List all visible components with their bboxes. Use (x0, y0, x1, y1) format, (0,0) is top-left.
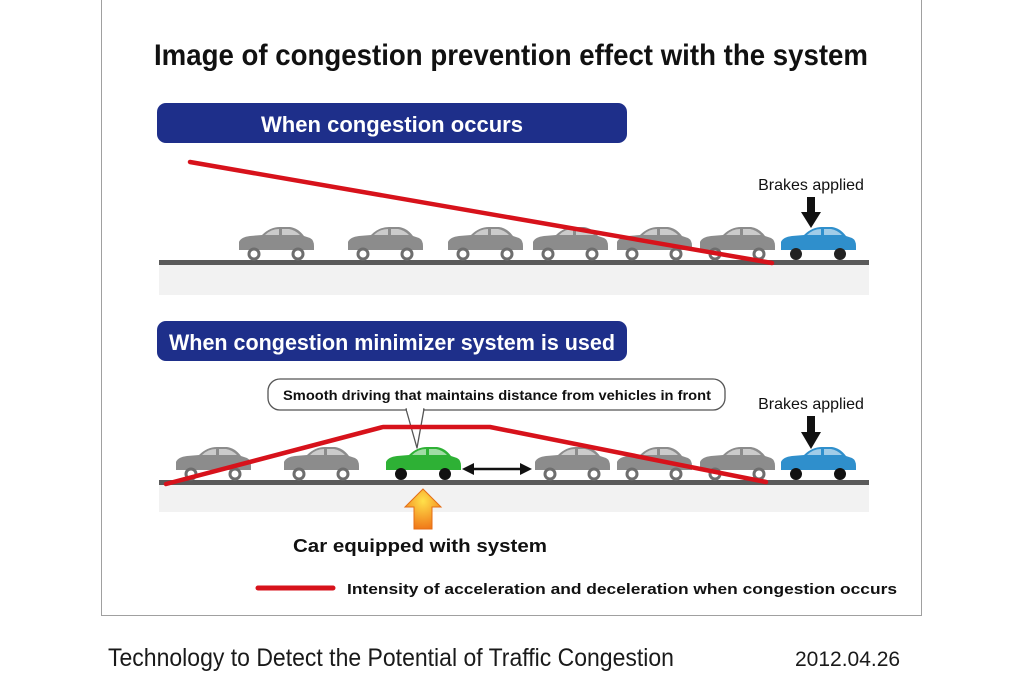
intensity-line-top (187, 159, 775, 266)
diagram-title: Image of congestion prevention effect wi… (154, 39, 868, 72)
brakes-applied-label-bottom: Brakes applied (758, 396, 864, 413)
car-top-6 (700, 227, 775, 250)
road-top (159, 260, 869, 265)
section-header-minimizer: When congestion minimizer system is used (157, 321, 627, 361)
footer-date: 2012.04.26 (795, 648, 901, 671)
car-top-braking (781, 227, 856, 250)
equipped-car-label: Car equipped with system (293, 536, 547, 556)
brake-arrow-bottom (801, 416, 821, 449)
car-bottom-6 (700, 447, 775, 470)
equipped-car-arrow-icon (403, 488, 443, 530)
section-header-congestion: When congestion occurs (157, 103, 627, 143)
legend: Intensity of acceleration and decelerati… (255, 581, 897, 598)
car-row-bottom (176, 447, 856, 481)
road-bottom-shadow (159, 485, 869, 512)
legend-label: Intensity of acceleration and decelerati… (347, 581, 897, 598)
car-equipped (386, 447, 461, 470)
footer-title: Technology to Detect the Potential of Tr… (108, 644, 674, 672)
brakes-applied-label-top: Brakes applied (758, 177, 864, 194)
car-top-2 (348, 227, 423, 250)
footer: Technology to Detect the Potential of Tr… (0, 640, 1024, 680)
congestion-diagram: Image of congestion prevention effect wi… (154, 39, 897, 598)
brake-arrow-top (801, 197, 821, 228)
section-header-congestion-label: When congestion occurs (261, 112, 523, 137)
section-header-minimizer-label: When congestion minimizer system is used (169, 330, 615, 355)
distance-arrow-icon (462, 463, 532, 475)
callout-text: Smooth driving that maintains distance f… (283, 387, 711, 403)
car-top-3 (448, 227, 523, 250)
road-top-shadow (159, 265, 869, 295)
intensity-line-bottom (163, 424, 769, 487)
car-bottom-braking (781, 447, 856, 470)
diagram-panel (101, 0, 922, 616)
road-bottom (159, 480, 869, 485)
callout-bubble: Smooth driving that maintains distance f… (267, 378, 726, 449)
car-top-1 (239, 227, 314, 250)
car-row-top (239, 227, 856, 261)
